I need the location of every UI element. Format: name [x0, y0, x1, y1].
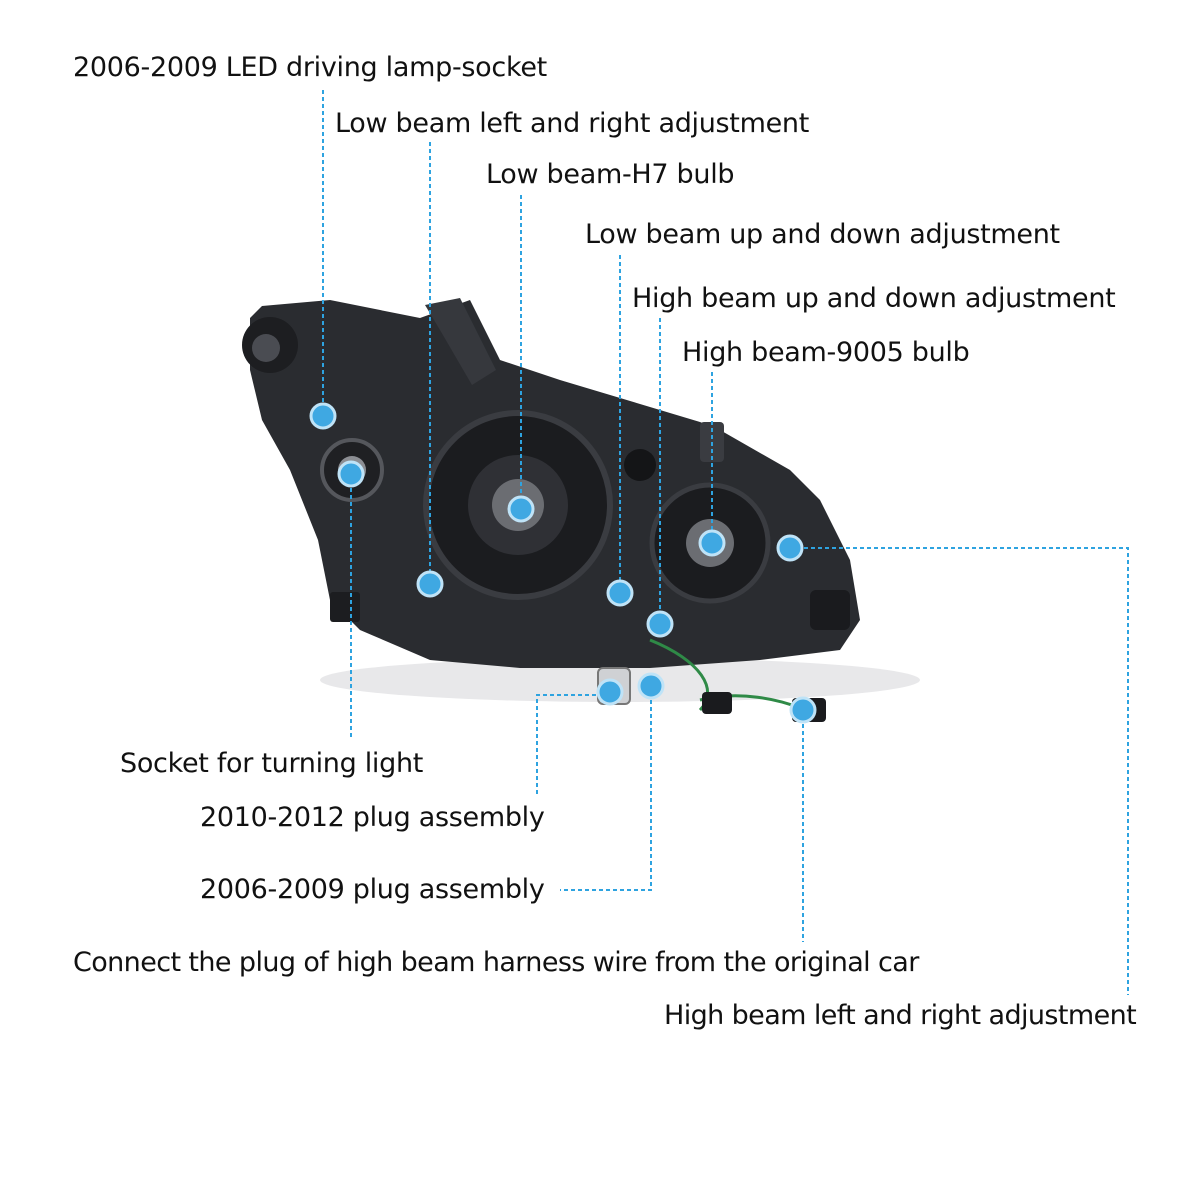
dot-high-lr — [776, 534, 804, 562]
dot-low-ud — [606, 579, 634, 607]
label-plug-2006: 2006-2009 plug assembly — [200, 874, 545, 905]
dot-low-h7 — [507, 495, 535, 523]
label-plug-2010: 2010-2012 plug assembly — [200, 802, 545, 833]
dot-turn-socket — [337, 460, 365, 488]
leader-plug-2010 — [536, 694, 610, 795]
label-led-socket: 2006-2009 LED driving lamp-socket — [73, 52, 547, 83]
dot-led-socket — [309, 402, 337, 430]
label-high-lr: High beam left and right adjustment — [664, 1000, 1137, 1031]
dot-high-ud — [646, 610, 674, 638]
dot-plug-2006 — [637, 672, 665, 700]
label-high-9005: High beam-9005 bulb — [682, 337, 970, 368]
label-harness: Connect the plug of high beam harness wi… — [73, 947, 919, 978]
dot-low-lr — [416, 570, 444, 598]
dot-harness — [789, 696, 817, 724]
dot-high-9005 — [698, 529, 726, 557]
label-high-ud: High beam up and down adjustment — [632, 283, 1116, 314]
label-turn-socket: Socket for turning light — [120, 748, 424, 779]
leader-high-lr — [790, 547, 1129, 995]
leader-lines — [322, 90, 1129, 995]
dot-plug-2010 — [596, 678, 624, 706]
leader-plug-2006 — [560, 686, 652, 891]
callout-dots — [309, 402, 817, 724]
label-low-lr: Low beam left and right adjustment — [335, 108, 810, 139]
label-low-ud: Low beam up and down adjustment — [585, 219, 1060, 250]
label-low-h7: Low beam-H7 bulb — [486, 159, 735, 190]
